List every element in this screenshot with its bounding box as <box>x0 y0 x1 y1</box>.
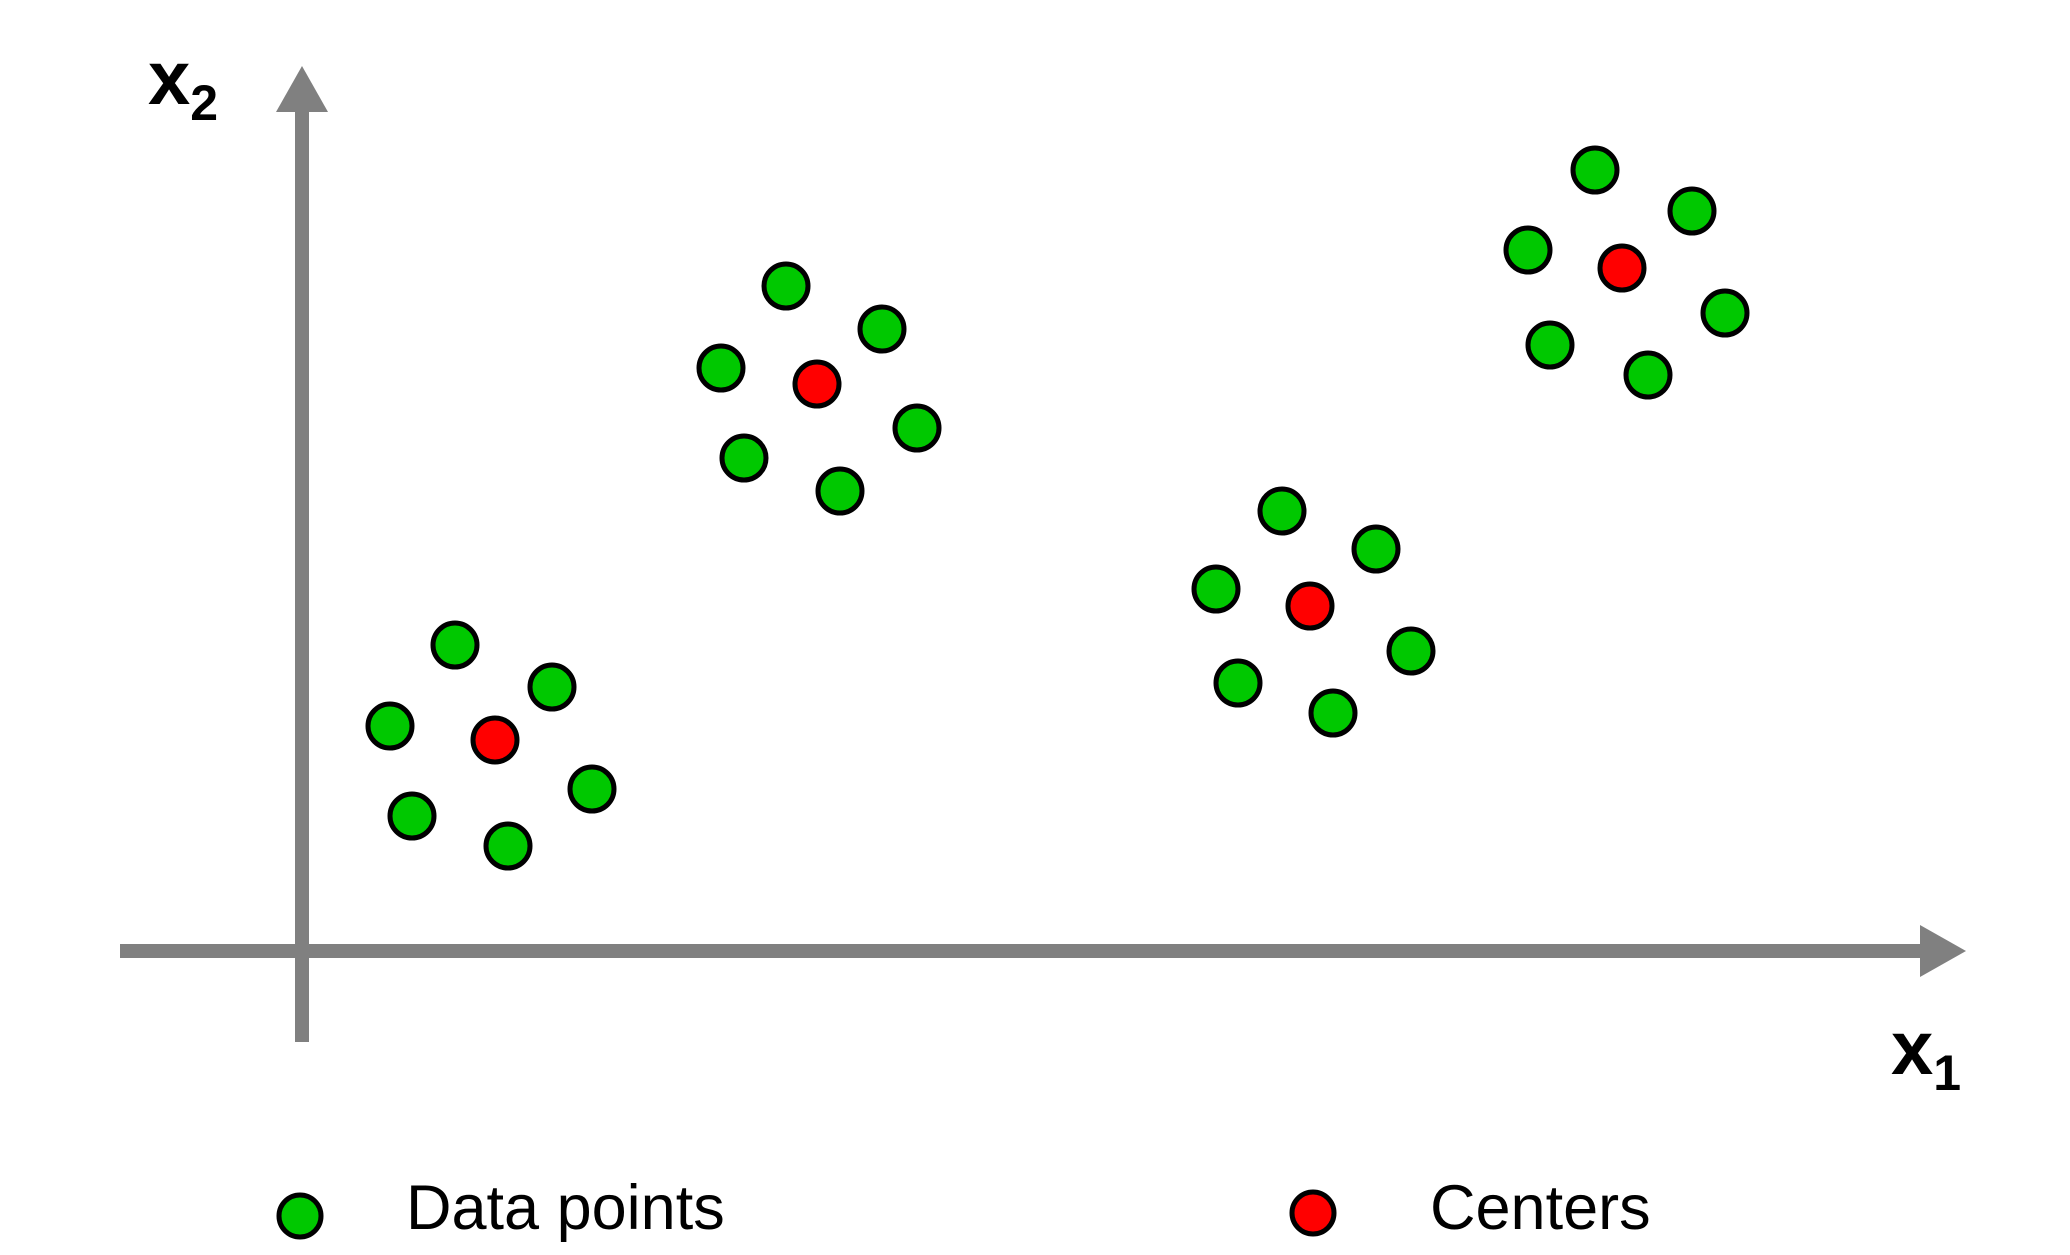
cluster-middle-right <box>1191 486 1436 738</box>
data-point-marker <box>1257 486 1307 536</box>
x-axis-line <box>120 944 1920 958</box>
legend-markers-group <box>276 1189 1337 1240</box>
x-axis-label-subscript: 1 <box>1933 1045 1961 1101</box>
data-point-marker <box>1308 688 1358 738</box>
cluster-bottom-left <box>365 620 617 871</box>
data-point-marker <box>719 433 769 483</box>
legend-marker-data-points <box>276 1192 324 1240</box>
data-point-marker <box>567 764 617 814</box>
data-point-marker <box>1667 186 1717 236</box>
data-point-marker <box>1700 288 1750 338</box>
data-point-marker <box>1623 350 1673 400</box>
data-point-marker <box>892 403 942 453</box>
axes-group <box>120 66 1966 1042</box>
cluster-center-marker <box>470 715 520 765</box>
y-axis-label: x2 <box>148 41 218 129</box>
data-point-marker <box>430 620 480 670</box>
data-point-marker <box>1213 658 1263 708</box>
legend-label-data-points: Data points <box>406 1173 725 1243</box>
y-axis-label-subscript: 2 <box>190 75 218 131</box>
data-point-marker <box>387 791 437 841</box>
data-point-marker <box>365 701 415 751</box>
x-axis-arrowhead-icon <box>1920 925 1966 977</box>
legend-marker-centers <box>1289 1189 1337 1237</box>
cluster-center-marker <box>1597 243 1647 293</box>
cluster-top-right <box>1503 145 1750 400</box>
data-point-marker <box>527 662 577 712</box>
data-point-marker <box>815 466 865 516</box>
cluster-upper-middle <box>696 261 942 516</box>
data-point-marker <box>761 261 811 311</box>
data-points-group <box>365 145 1750 871</box>
y-axis-line <box>295 112 309 1042</box>
data-point-marker <box>1570 145 1620 195</box>
cluster-center-marker <box>792 359 842 409</box>
data-point-marker <box>483 821 533 871</box>
data-point-marker <box>1351 524 1401 574</box>
data-point-marker <box>1386 626 1436 676</box>
data-point-marker <box>1191 564 1241 614</box>
data-point-marker <box>1503 225 1553 275</box>
data-point-marker <box>696 343 746 393</box>
x-axis-label: x1 <box>1891 1011 1961 1099</box>
legend-label-centers: Centers <box>1430 1173 1651 1243</box>
cluster-centers-group <box>470 243 1647 765</box>
y-axis-arrowhead-icon <box>276 66 328 112</box>
y-axis-label-base: x <box>148 36 190 121</box>
data-point-marker <box>1525 320 1575 370</box>
cluster-center-marker <box>1285 581 1335 631</box>
x-axis-label-base: x <box>1891 1006 1933 1091</box>
data-point-marker <box>857 304 907 354</box>
